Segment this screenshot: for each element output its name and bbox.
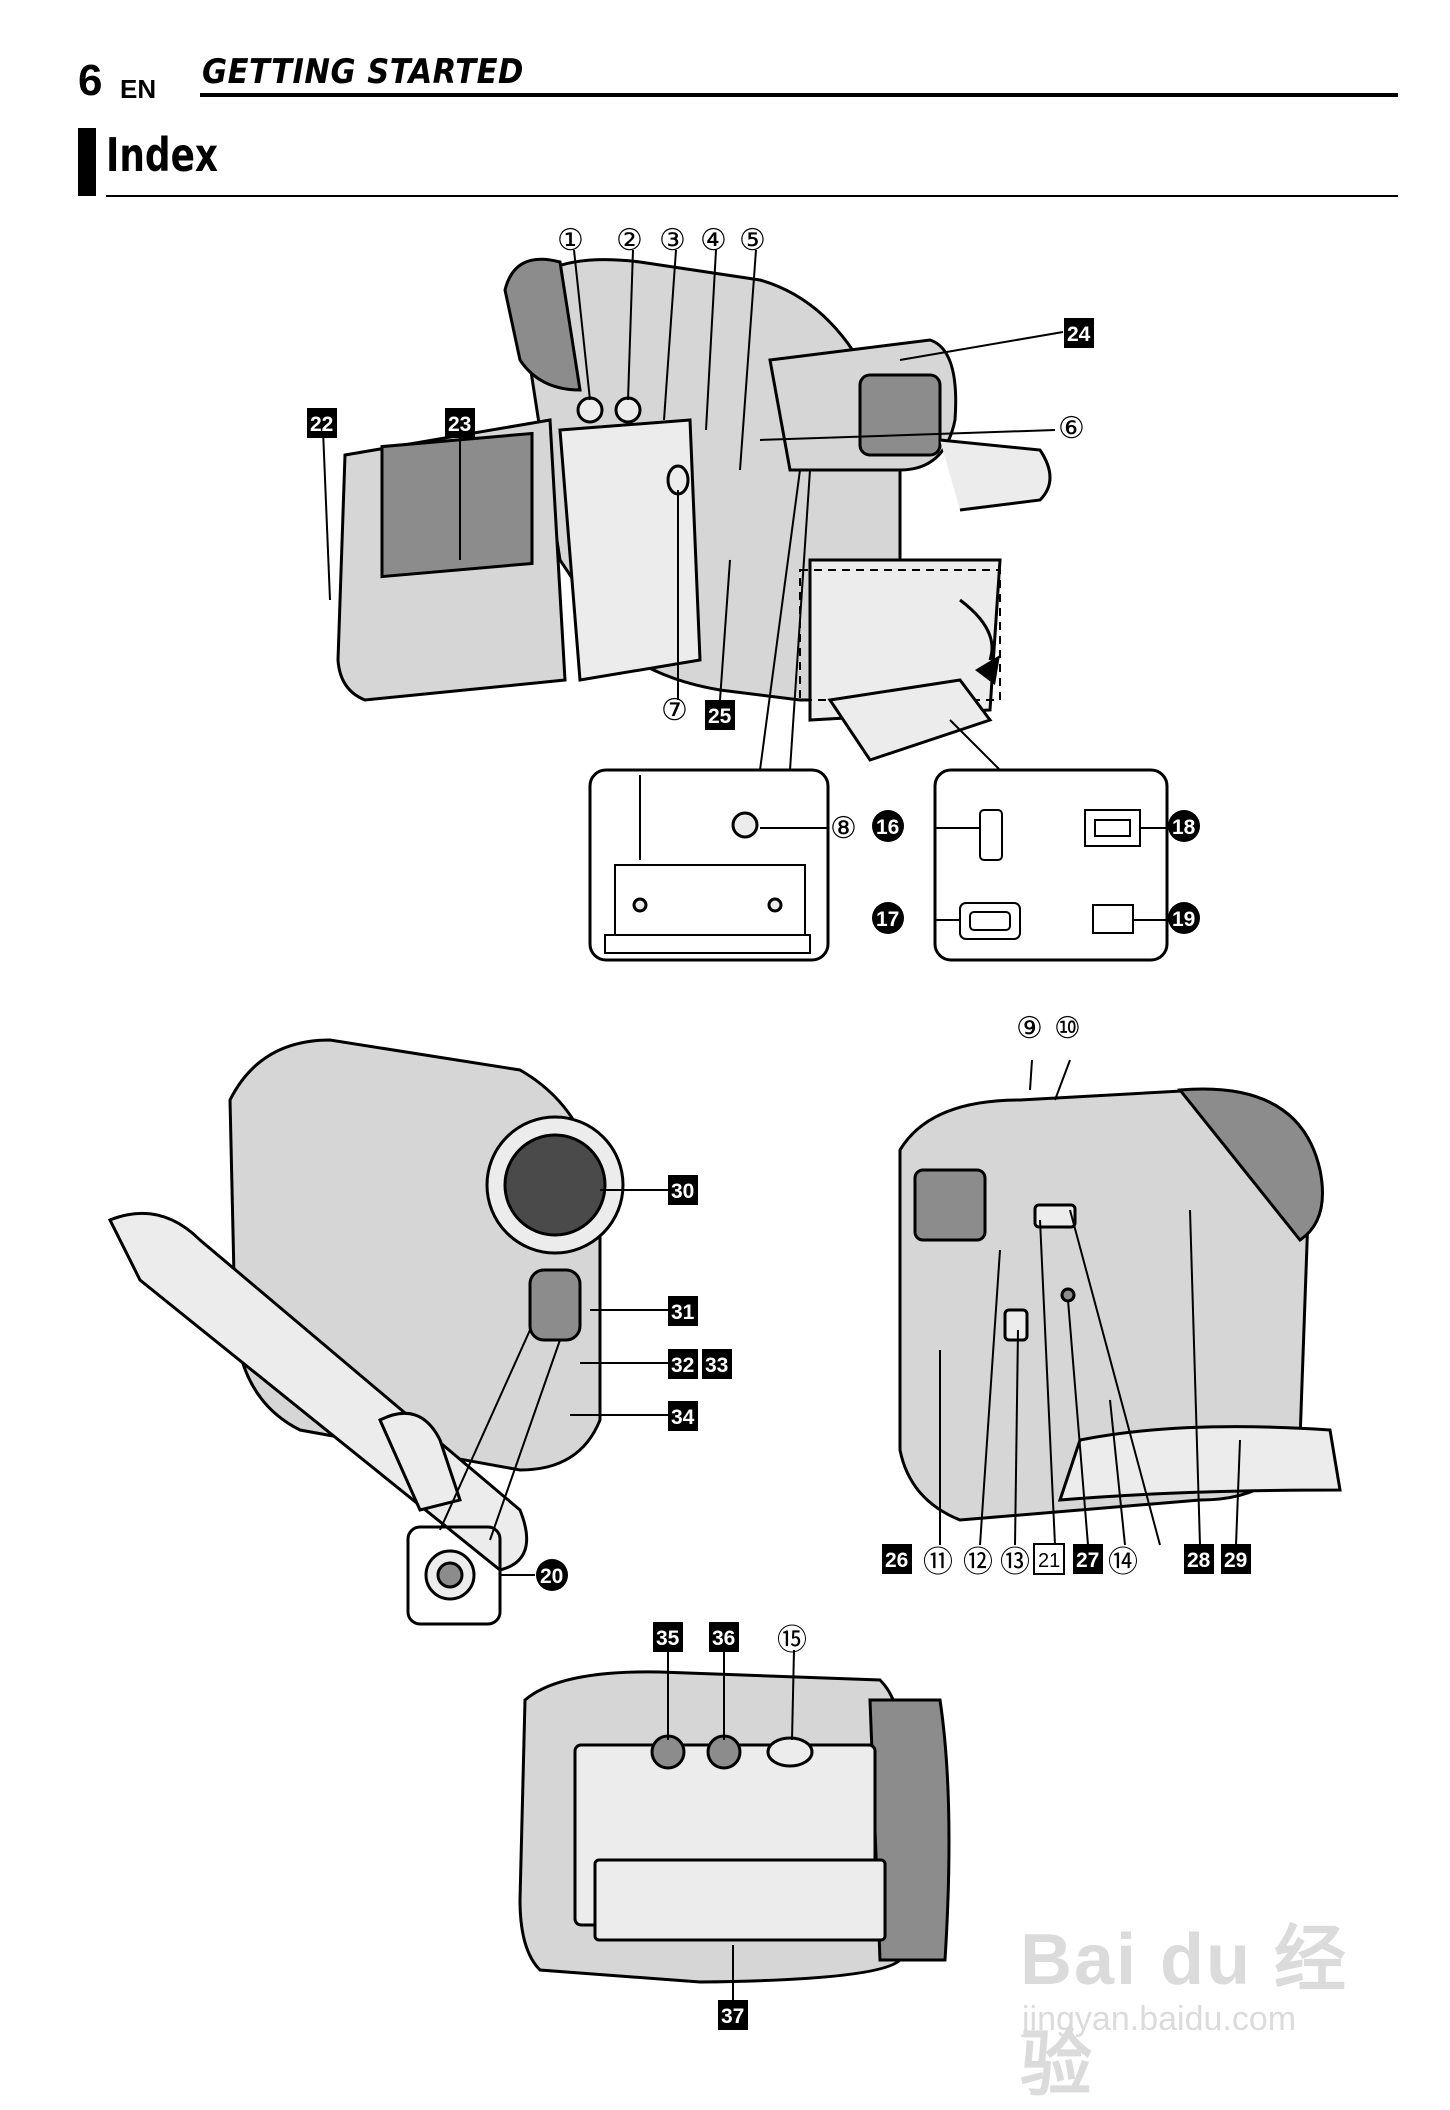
callout-30: 30	[671, 1180, 694, 1203]
callout-4: ④	[700, 223, 727, 258]
camera-front-view	[107, 1038, 680, 1626]
callout-8: ⑧	[830, 811, 857, 846]
callout-18: 18	[1172, 816, 1196, 839]
camera-side-view	[336, 257, 1052, 762]
callout-36: 36	[712, 1627, 735, 1650]
callout-19: 19	[1172, 908, 1195, 931]
callout-28: 28	[1187, 1549, 1211, 1572]
language-code: EN	[120, 74, 157, 104]
callout-22: 22	[310, 413, 333, 436]
callout-13: ⑬	[1000, 1545, 1030, 1580]
callout-5: ⑤	[739, 223, 766, 258]
callout-24: 24	[1067, 323, 1091, 346]
title-marker	[78, 128, 96, 196]
callout-27: 27	[1076, 1549, 1099, 1572]
camera-bottom-view	[518, 1649, 951, 2000]
filled-circle-callouts: 16 17 18 19 20	[536, 810, 1200, 1591]
callout-16: 16	[876, 816, 899, 839]
callout-35: 35	[656, 1627, 680, 1650]
callout-3: ③	[659, 223, 686, 258]
callout-6: ⑥	[1058, 411, 1085, 446]
callout-15: ⑮	[777, 1623, 807, 1658]
page-number: 6	[78, 56, 103, 105]
watermark-url: jingyan.baidu.com	[1022, 2000, 1297, 2038]
callout-1: ①	[557, 223, 584, 258]
callout-9: ⑨	[1016, 1011, 1043, 1046]
camera-rear-view	[898, 1059, 1342, 1546]
callout-7: ⑦	[661, 693, 688, 728]
circled-callouts: ① ② ③ ④ ⑤ ⑥ ⑦ ⑧ ⑨ ⑩ ⑪ ⑫ ⑬ ⑭ ⑮	[557, 223, 1138, 1658]
square-callouts: 21 22 23 24 25 26 27 28 29 30 31 32 33 3…	[307, 318, 1251, 2030]
callout-37: 37	[721, 2005, 744, 2028]
page-title: Index	[106, 128, 219, 182]
callout-2: ②	[616, 223, 643, 258]
title-rule	[106, 195, 1398, 197]
callout-14: ⑭	[1108, 1545, 1138, 1580]
header-rule	[200, 93, 1398, 97]
camcorder-index-figure: .ln { fill: none; stroke: #000; stroke-w…	[107, 223, 1342, 2030]
watermark: Bai du 经验 jingyan.baidu.com	[1020, 1890, 1380, 2105]
callout-20: 20	[540, 1565, 563, 1588]
callout-11: ⑪	[923, 1545, 953, 1580]
inset-terminal-cover	[588, 768, 830, 962]
callout-25: 25	[708, 705, 732, 728]
callout-34: 34	[671, 1406, 695, 1429]
section-title: GETTING STARTED	[202, 52, 524, 92]
callout-17: 17	[876, 908, 899, 931]
callout-23: 23	[448, 413, 471, 436]
inset-connectors	[933, 768, 1169, 962]
page-header: 6 EN GETTING STARTED	[78, 52, 1398, 105]
top-leaders	[322, 249, 1064, 771]
callout-29: 29	[1224, 1549, 1247, 1572]
callout-31: 31	[671, 1301, 695, 1324]
callout-32: 32	[671, 1354, 694, 1377]
callout-33: 33	[705, 1354, 728, 1377]
callout-26: 26	[885, 1549, 908, 1572]
watermark-logo: Bai du 经验	[1020, 1920, 1349, 2105]
callout-10: ⑩	[1054, 1011, 1081, 1046]
callout-12: ⑫	[963, 1545, 993, 1580]
callout-21: 21	[1038, 1550, 1060, 1572]
